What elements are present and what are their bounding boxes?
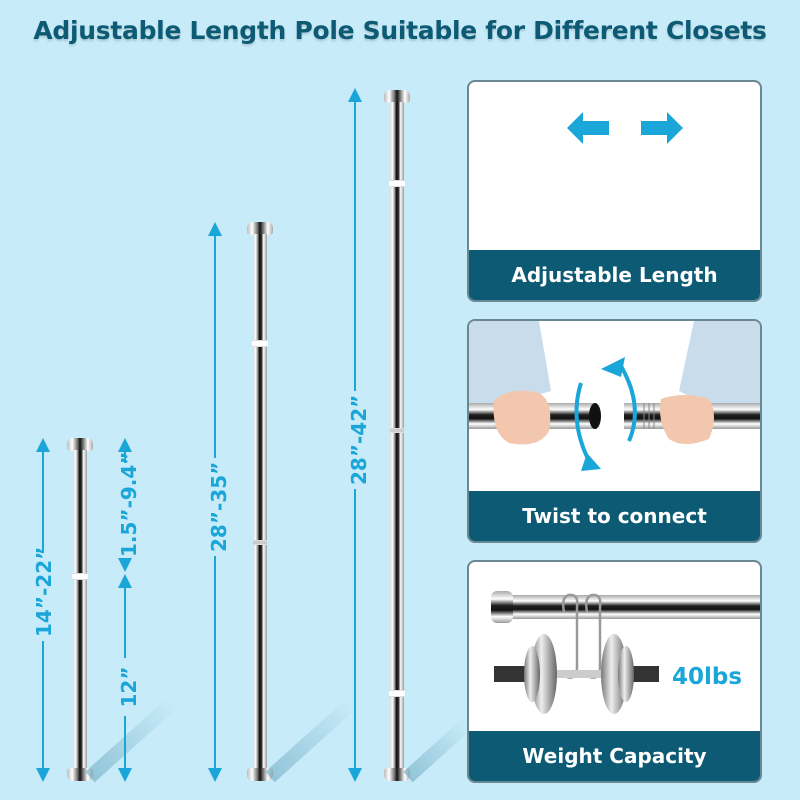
pole-thread [390,428,404,433]
arrow-down-icon [36,768,50,782]
arrow-down-icon [348,768,362,782]
arrow-up-icon [118,438,132,452]
left-arrow-icon [567,112,609,144]
right-arrow-icon [641,112,683,144]
panel-label: Adjustable Length [469,250,760,300]
arrow-down-icon [118,768,132,782]
page-title: Adjustable Length Pole Suitable for Diff… [33,16,767,45]
pole-cap [247,222,273,235]
arrow-down-icon [208,768,222,782]
pole-collar [252,340,268,347]
small-pole [73,450,87,770]
arrow-up-icon [118,574,132,588]
feature-panel-adjustable: Adjustable Length [467,80,762,302]
small-base-label: 12” [117,658,141,716]
pole-collar [389,690,405,697]
feature-panel-twist: Twist to connect [467,319,762,543]
weight-value: 40lbs [672,664,743,690]
large-pole [390,102,404,770]
panel-label: Weight Capacity [469,731,760,781]
arrow-up-icon [348,88,362,102]
medium-total-label: 28”-35” [207,458,231,556]
pole-cap [67,438,93,451]
pole-cap [384,90,410,103]
small-total-label: 14”-22” [32,547,56,641]
pole-shadow [265,698,357,783]
medium-pole [253,234,267,770]
feature-panel-weight: 40lbs Weight Capacity [467,560,762,783]
twist-illustration [469,321,760,471]
arrow-up-icon [36,438,50,452]
arrow-up-icon [208,222,222,236]
measure-line [124,450,126,470]
pole-thread [253,540,267,545]
large-total-label: 28”-42” [347,391,371,489]
arrow-down-icon [118,558,132,572]
pole-shadow [403,718,473,783]
panel-label: Twist to connect [469,491,760,541]
dumbbell-icon [491,591,760,714]
small-extension-label: 1.5”-9.4” [117,452,141,561]
pole-collar [72,573,88,580]
pole-collar [389,180,405,187]
